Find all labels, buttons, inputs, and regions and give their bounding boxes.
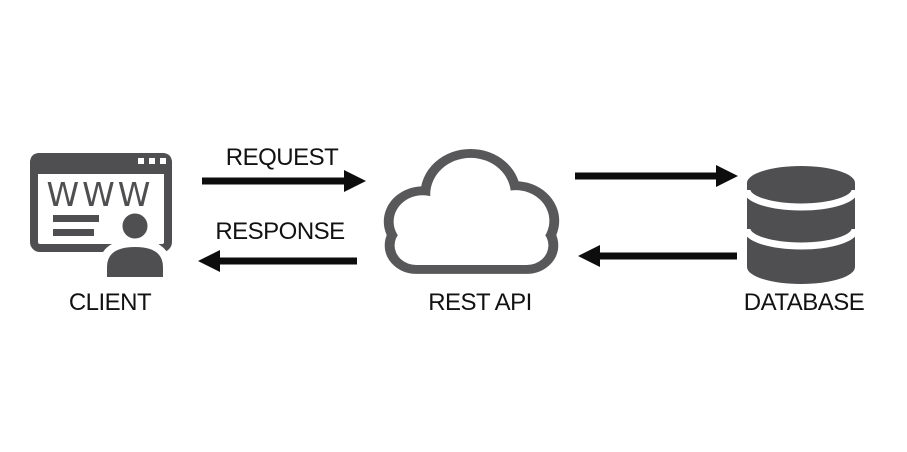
window-dot-icon [160, 158, 166, 164]
user-body-icon [99, 238, 171, 285]
response-label: RESPONSE [215, 218, 345, 245]
database-cylinder-icon [743, 166, 859, 284]
cloud-icon [383, 148, 560, 274]
database-top [747, 166, 855, 200]
api-to-db-arrow [575, 165, 738, 187]
window-dot-icon [149, 158, 155, 164]
client-label: CLIENT [68, 289, 152, 316]
window-dot-icon [138, 158, 144, 164]
response-arrow [198, 250, 357, 272]
database-stripe [743, 189, 859, 211]
database-label: DATABASE [743, 289, 865, 316]
db-to-api-arrow [578, 245, 737, 267]
rest-api-label: REST API [428, 289, 532, 316]
browser-titlebar [30, 153, 172, 174]
database-stripe [743, 228, 859, 250]
browser-text-line [53, 229, 94, 236]
browser-text-line [53, 215, 99, 222]
request-label: REQUEST [225, 144, 339, 171]
browser-user-icon: WWW [30, 153, 172, 285]
request-arrow [202, 170, 366, 192]
